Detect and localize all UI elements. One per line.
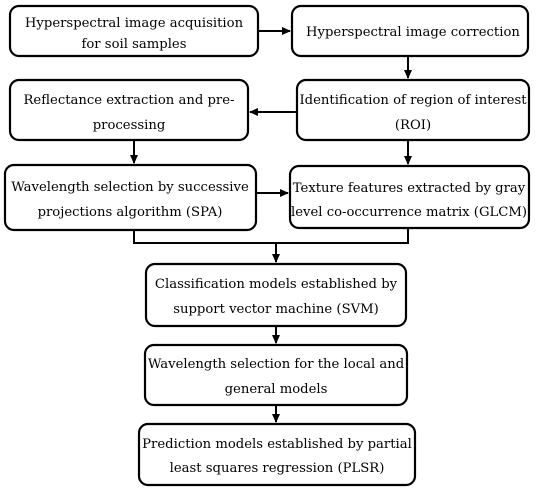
connector-merge-to-svm bbox=[133, 228, 409, 262]
node-plsr-prediction: Prediction models established by partial… bbox=[137, 422, 417, 487]
node-label-line: (ROI) bbox=[395, 118, 431, 133]
svg-text:Texture features extracted by: Texture features extracted by gray bbox=[293, 181, 526, 196]
node-label-line: Identification of region of interest bbox=[299, 93, 527, 108]
node-label-line: Classification models established by bbox=[155, 277, 398, 292]
node-glcm-texture-features: Texture features extracted by gray level… bbox=[288, 164, 531, 230]
node-label-line: general models bbox=[225, 382, 328, 397]
node-label-line: Wavelength selection for the local and bbox=[148, 357, 405, 372]
node-label-line: Reflectance extraction and pre- bbox=[24, 93, 235, 108]
node-label-line: for soil samples bbox=[81, 37, 186, 52]
node-hyperspectral-image-acquisition: Hyperspectral image acquisition for soil… bbox=[8, 4, 260, 58]
node-wavelength-selection-models: Wavelength selection for the local and g… bbox=[143, 343, 409, 407]
node-hyperspectral-image-correction: Hyperspectral image correction bbox=[290, 4, 530, 58]
svg-text:for soil samples: for soil samples bbox=[81, 37, 186, 52]
svg-text:projections algorithm (SPA): projections algorithm (SPA) bbox=[38, 205, 223, 220]
svg-text:general models: general models bbox=[225, 382, 328, 397]
svg-text:least squares regression (PLSR: least squares regression (PLSR) bbox=[170, 461, 385, 476]
node-svm-classification: Classification models established by sup… bbox=[144, 262, 408, 328]
node-reflectance-extraction: Reflectance extraction and pre- processi… bbox=[8, 78, 250, 142]
svg-text:Reflectance extraction and pre: Reflectance extraction and pre- bbox=[24, 93, 235, 108]
svg-text:Wavelength selection by succes: Wavelength selection by successive bbox=[11, 180, 249, 195]
svg-text:Identification of region of in: Identification of region of interest bbox=[299, 93, 527, 108]
node-region-of-interest: Identification of region of interest (RO… bbox=[295, 78, 531, 142]
node-label-line: projections algorithm (SPA) bbox=[38, 205, 223, 220]
node-spa-wavelength-selection: Wavelength selection by successive proje… bbox=[3, 163, 258, 232]
svg-text:level co-occurrence matrix (GL: level co-occurrence matrix (GLCM) bbox=[291, 205, 527, 220]
svg-text:Prediction models established: Prediction models established by partial bbox=[142, 437, 412, 452]
node-label-line: Hyperspectral image correction bbox=[306, 25, 520, 40]
node-label-line: support vector machine (SVM) bbox=[173, 302, 379, 317]
svg-text:Classification models establis: Classification models established by bbox=[155, 277, 398, 292]
node-label-line: Wavelength selection by successive bbox=[11, 180, 249, 195]
node-label-line: Texture features extracted by gray bbox=[293, 181, 526, 196]
node-label-line: Prediction models established by partial bbox=[142, 437, 412, 452]
node-label-line: level co-occurrence matrix (GLCM) bbox=[291, 205, 527, 220]
node-label-line: Hyperspectral image acquisition bbox=[25, 16, 244, 31]
svg-text:Wavelength selection for the l: Wavelength selection for the local and bbox=[148, 357, 405, 372]
svg-text:support vector machine (SVM): support vector machine (SVM) bbox=[173, 302, 379, 317]
node-label-line: least squares regression (PLSR) bbox=[170, 461, 385, 476]
svg-text:processing: processing bbox=[93, 118, 166, 133]
svg-text:Hyperspectral image correction: Hyperspectral image correction bbox=[306, 25, 520, 40]
svg-text:Hyperspectral image acquisitio: Hyperspectral image acquisition bbox=[25, 16, 244, 31]
svg-text:(ROI): (ROI) bbox=[395, 118, 431, 133]
node-label-line: processing bbox=[93, 118, 166, 133]
